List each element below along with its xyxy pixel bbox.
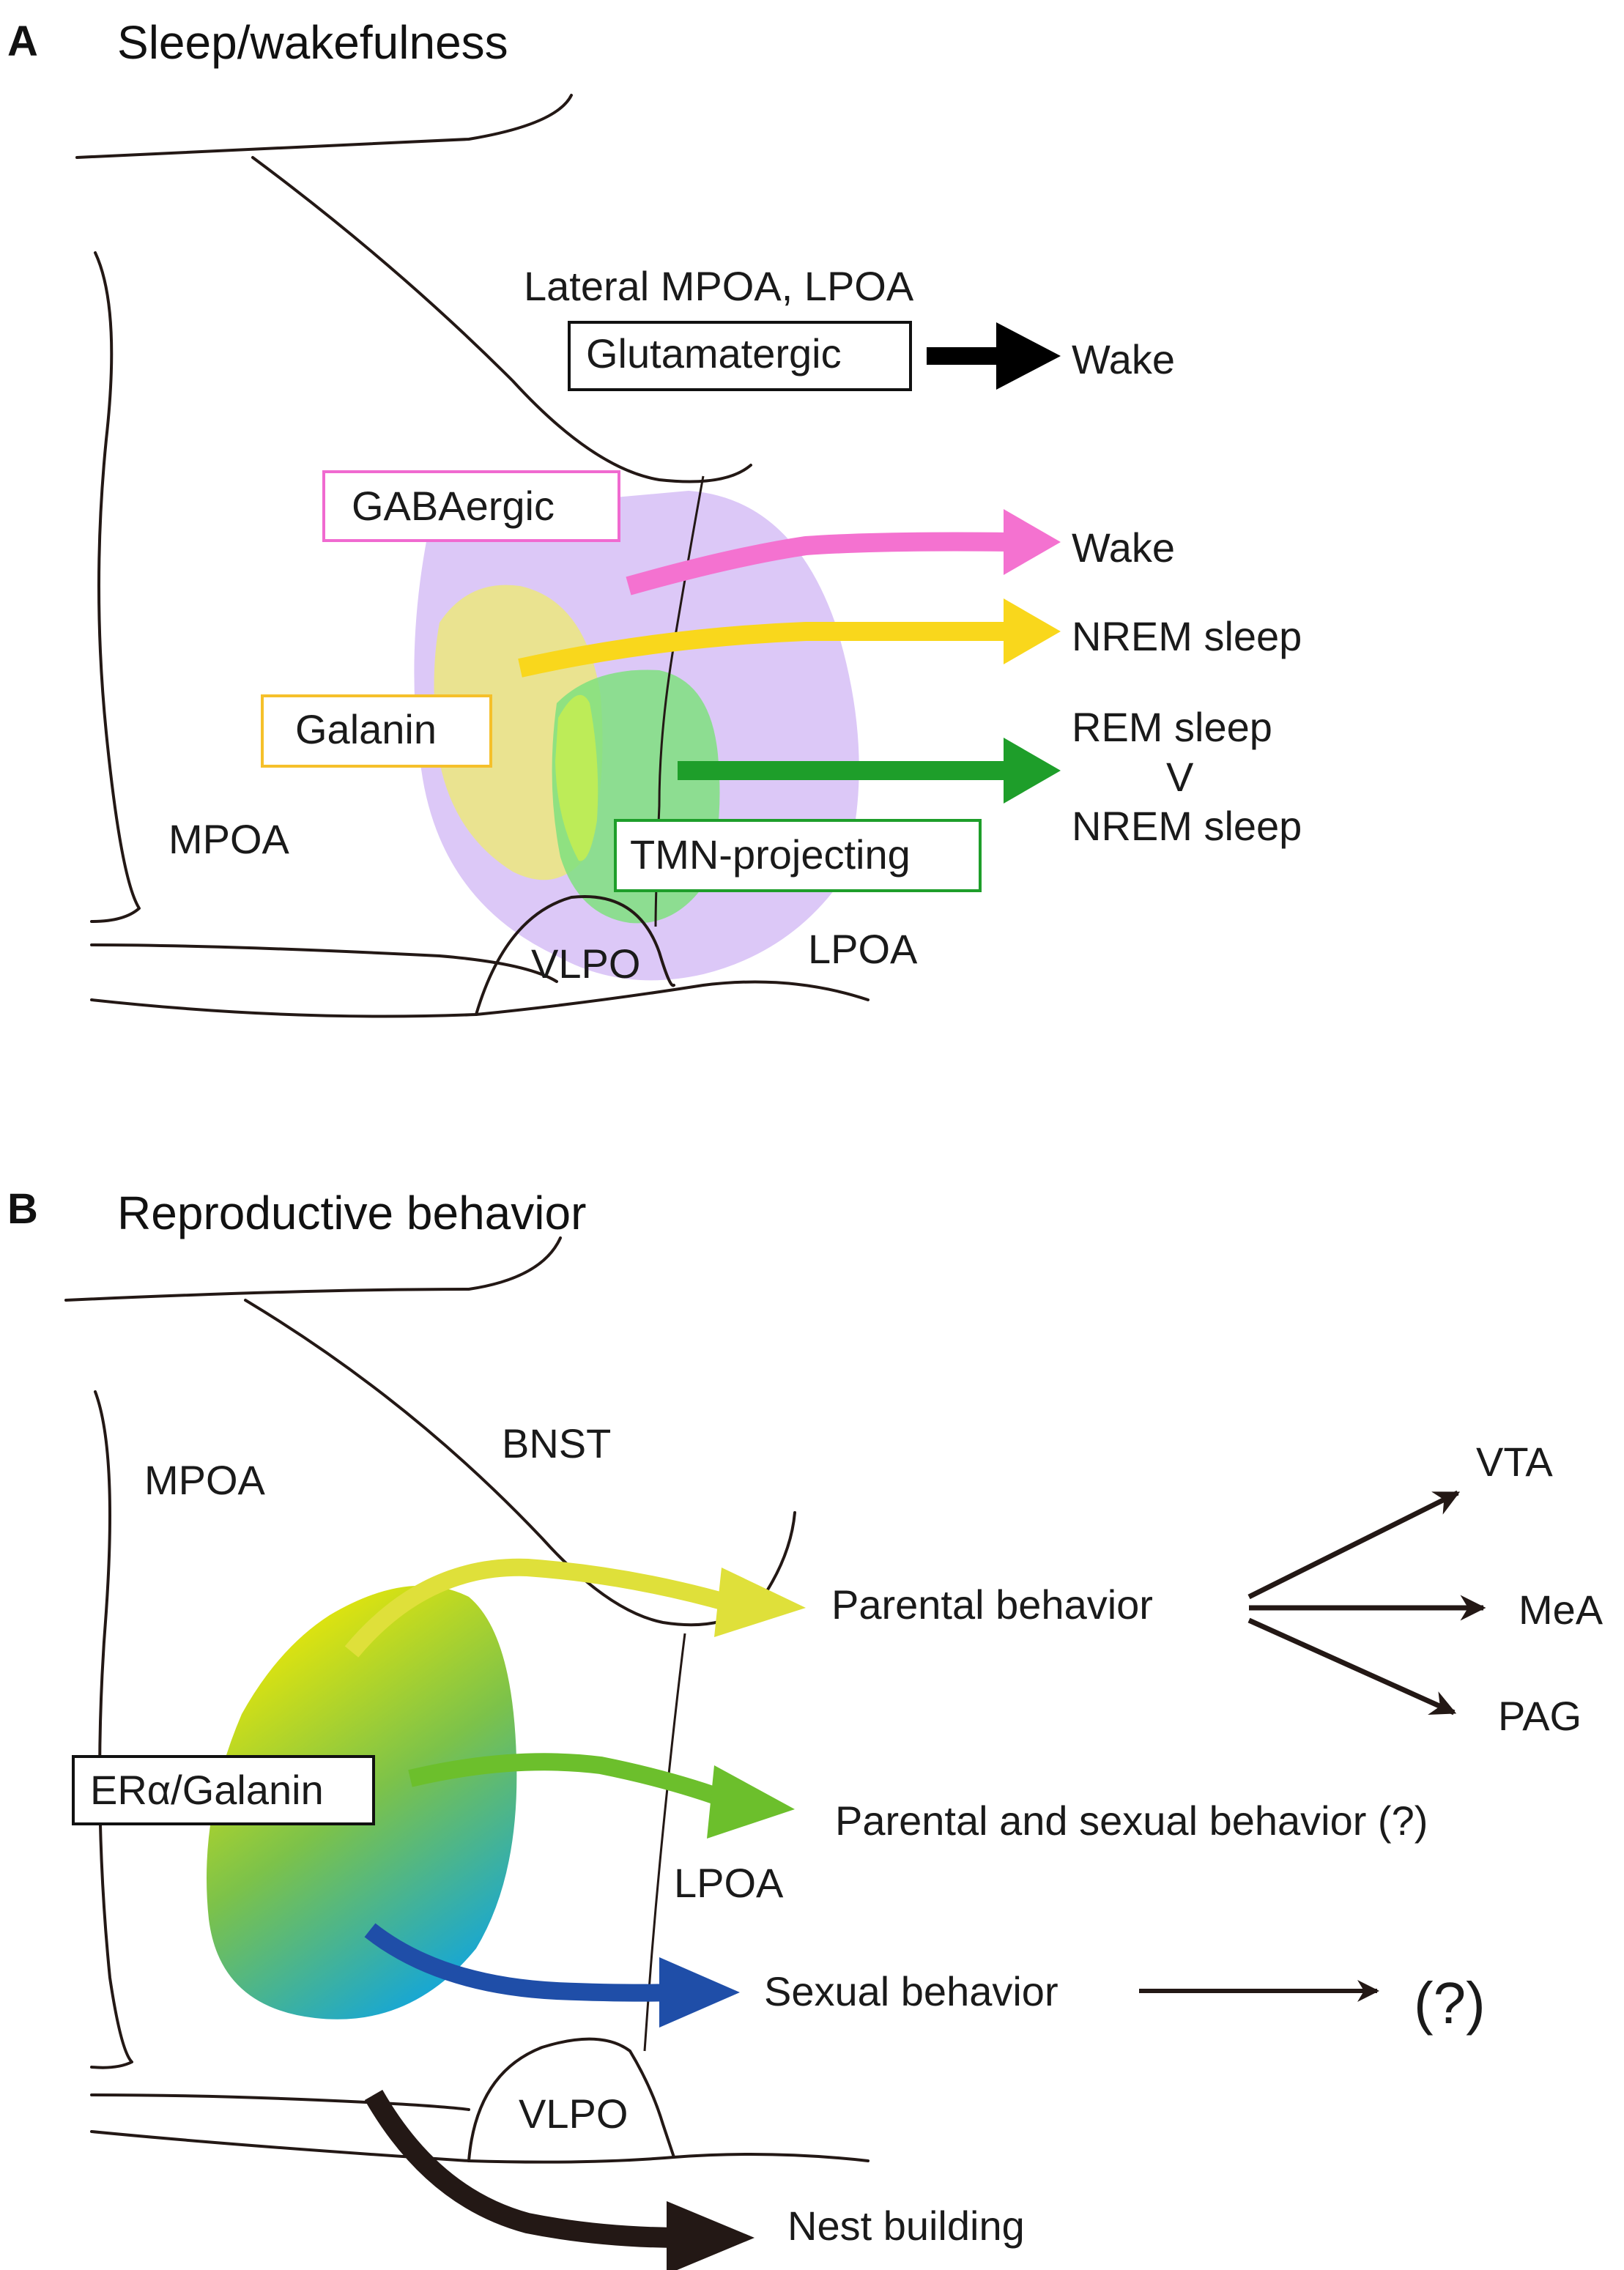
galanin-nrem-arrow — [518, 598, 1061, 678]
panel-a-base-contour — [90, 980, 870, 1018]
panel-b-lower-contour — [90, 2093, 470, 2111]
mea-label: MeA — [1519, 1587, 1603, 1633]
pag-label: PAG — [1498, 1693, 1582, 1739]
tmn-output-v: V — [1166, 754, 1194, 800]
galanin-output-nrem: NREM sleep — [1072, 613, 1302, 659]
galanin-tmn-overlap — [555, 694, 598, 861]
glutamatergic-output-wake: Wake — [1072, 336, 1175, 382]
panel-a-lower-contour — [90, 943, 558, 983]
galanin-box — [261, 694, 492, 768]
panel-b-letter: B — [7, 1185, 38, 1233]
parental-behavior-label: Parental behavior — [831, 1581, 1153, 1628]
glutamatergic-box — [568, 321, 912, 391]
glutamatergic-label: Glutamatergic — [586, 330, 842, 377]
parental-sexual-label: Parental and sexual behavior (?) — [835, 1798, 1428, 1844]
panel-b-vlpo-outline — [467, 2037, 675, 2162]
panel-a-ventricle-wall — [251, 156, 752, 483]
parental-sexual-arrow — [408, 1753, 795, 1839]
vta-label: VTA — [1476, 1439, 1553, 1485]
sexual-behavior-label: Sexual behavior — [764, 1968, 1058, 2014]
era-galanin-box — [72, 1755, 375, 1825]
panel-a-letter: A — [7, 18, 38, 65]
tmn-projecting-label: TMN-projecting — [630, 831, 911, 878]
parental-behavior-arrow — [344, 1558, 806, 1658]
panel-a-title: Sleep/wakefulness — [117, 16, 508, 69]
panel-b-base-contour — [90, 2130, 870, 2164]
nest-building-label: Nest building — [787, 2203, 1025, 2249]
bnst-label: BNST — [502, 1420, 611, 1466]
panel-b-top-contour — [64, 1236, 562, 1302]
sexual-behavior-arrow — [364, 1923, 740, 2028]
panel-b-vlpo-label: VLPO — [519, 2091, 628, 2137]
parental-to-pag-arrow — [1247, 1617, 1457, 1716]
panel-a: A Sleep/wakefulness Lateral MPOA, LPOA M… — [7, 16, 1302, 1018]
gabaergic-output-wake: Wake — [1072, 524, 1175, 571]
gabaergic-wake-arrow — [626, 509, 1061, 596]
panel-b-third-ventricle — [90, 1390, 133, 2069]
panel-a-third-ventricle — [90, 251, 141, 923]
gabaergic-label: GABAergic — [352, 483, 555, 529]
gabaergic-box — [322, 470, 620, 542]
nest-building-arrow — [364, 2090, 754, 2270]
sexual-target-unknown: (?) — [1414, 1970, 1486, 2036]
glutamatergic-wake-arrow — [927, 322, 1061, 390]
tmn-output-rem: REM sleep — [1072, 704, 1272, 750]
tmn-projecting-box — [614, 819, 982, 892]
panel-b-lpoa-border — [643, 1633, 686, 2052]
era-galanin-label: ERα/Galanin — [90, 1767, 324, 1813]
panel-a-top-contour — [75, 94, 573, 159]
panel-b-lpoa-label: LPOA — [674, 1860, 784, 1906]
panel-b-mpoa-label: MPOA — [144, 1457, 266, 1503]
panel-a-vlpo-outline — [475, 895, 675, 1016]
panel-b-title: Reproductive behavior — [117, 1187, 586, 1239]
tmn-output-nrem: NREM sleep — [1072, 803, 1302, 849]
panel-a-mpoa-label: MPOA — [168, 816, 290, 862]
lateral-mpoa-lpoa-label: Lateral MPOA, LPOA — [524, 263, 914, 309]
panel-b: B Reproductive behavior BNST MPOA LPOA V… — [7, 1185, 1603, 2270]
panel-a-vlpo-label: VLPO — [531, 941, 640, 987]
parental-to-vta-arrow — [1247, 1490, 1461, 1600]
galanin-label: Galanin — [295, 706, 437, 752]
panel-a-lpoa-label: LPOA — [808, 926, 918, 972]
tmn-rem-nrem-arrow — [678, 738, 1061, 804]
